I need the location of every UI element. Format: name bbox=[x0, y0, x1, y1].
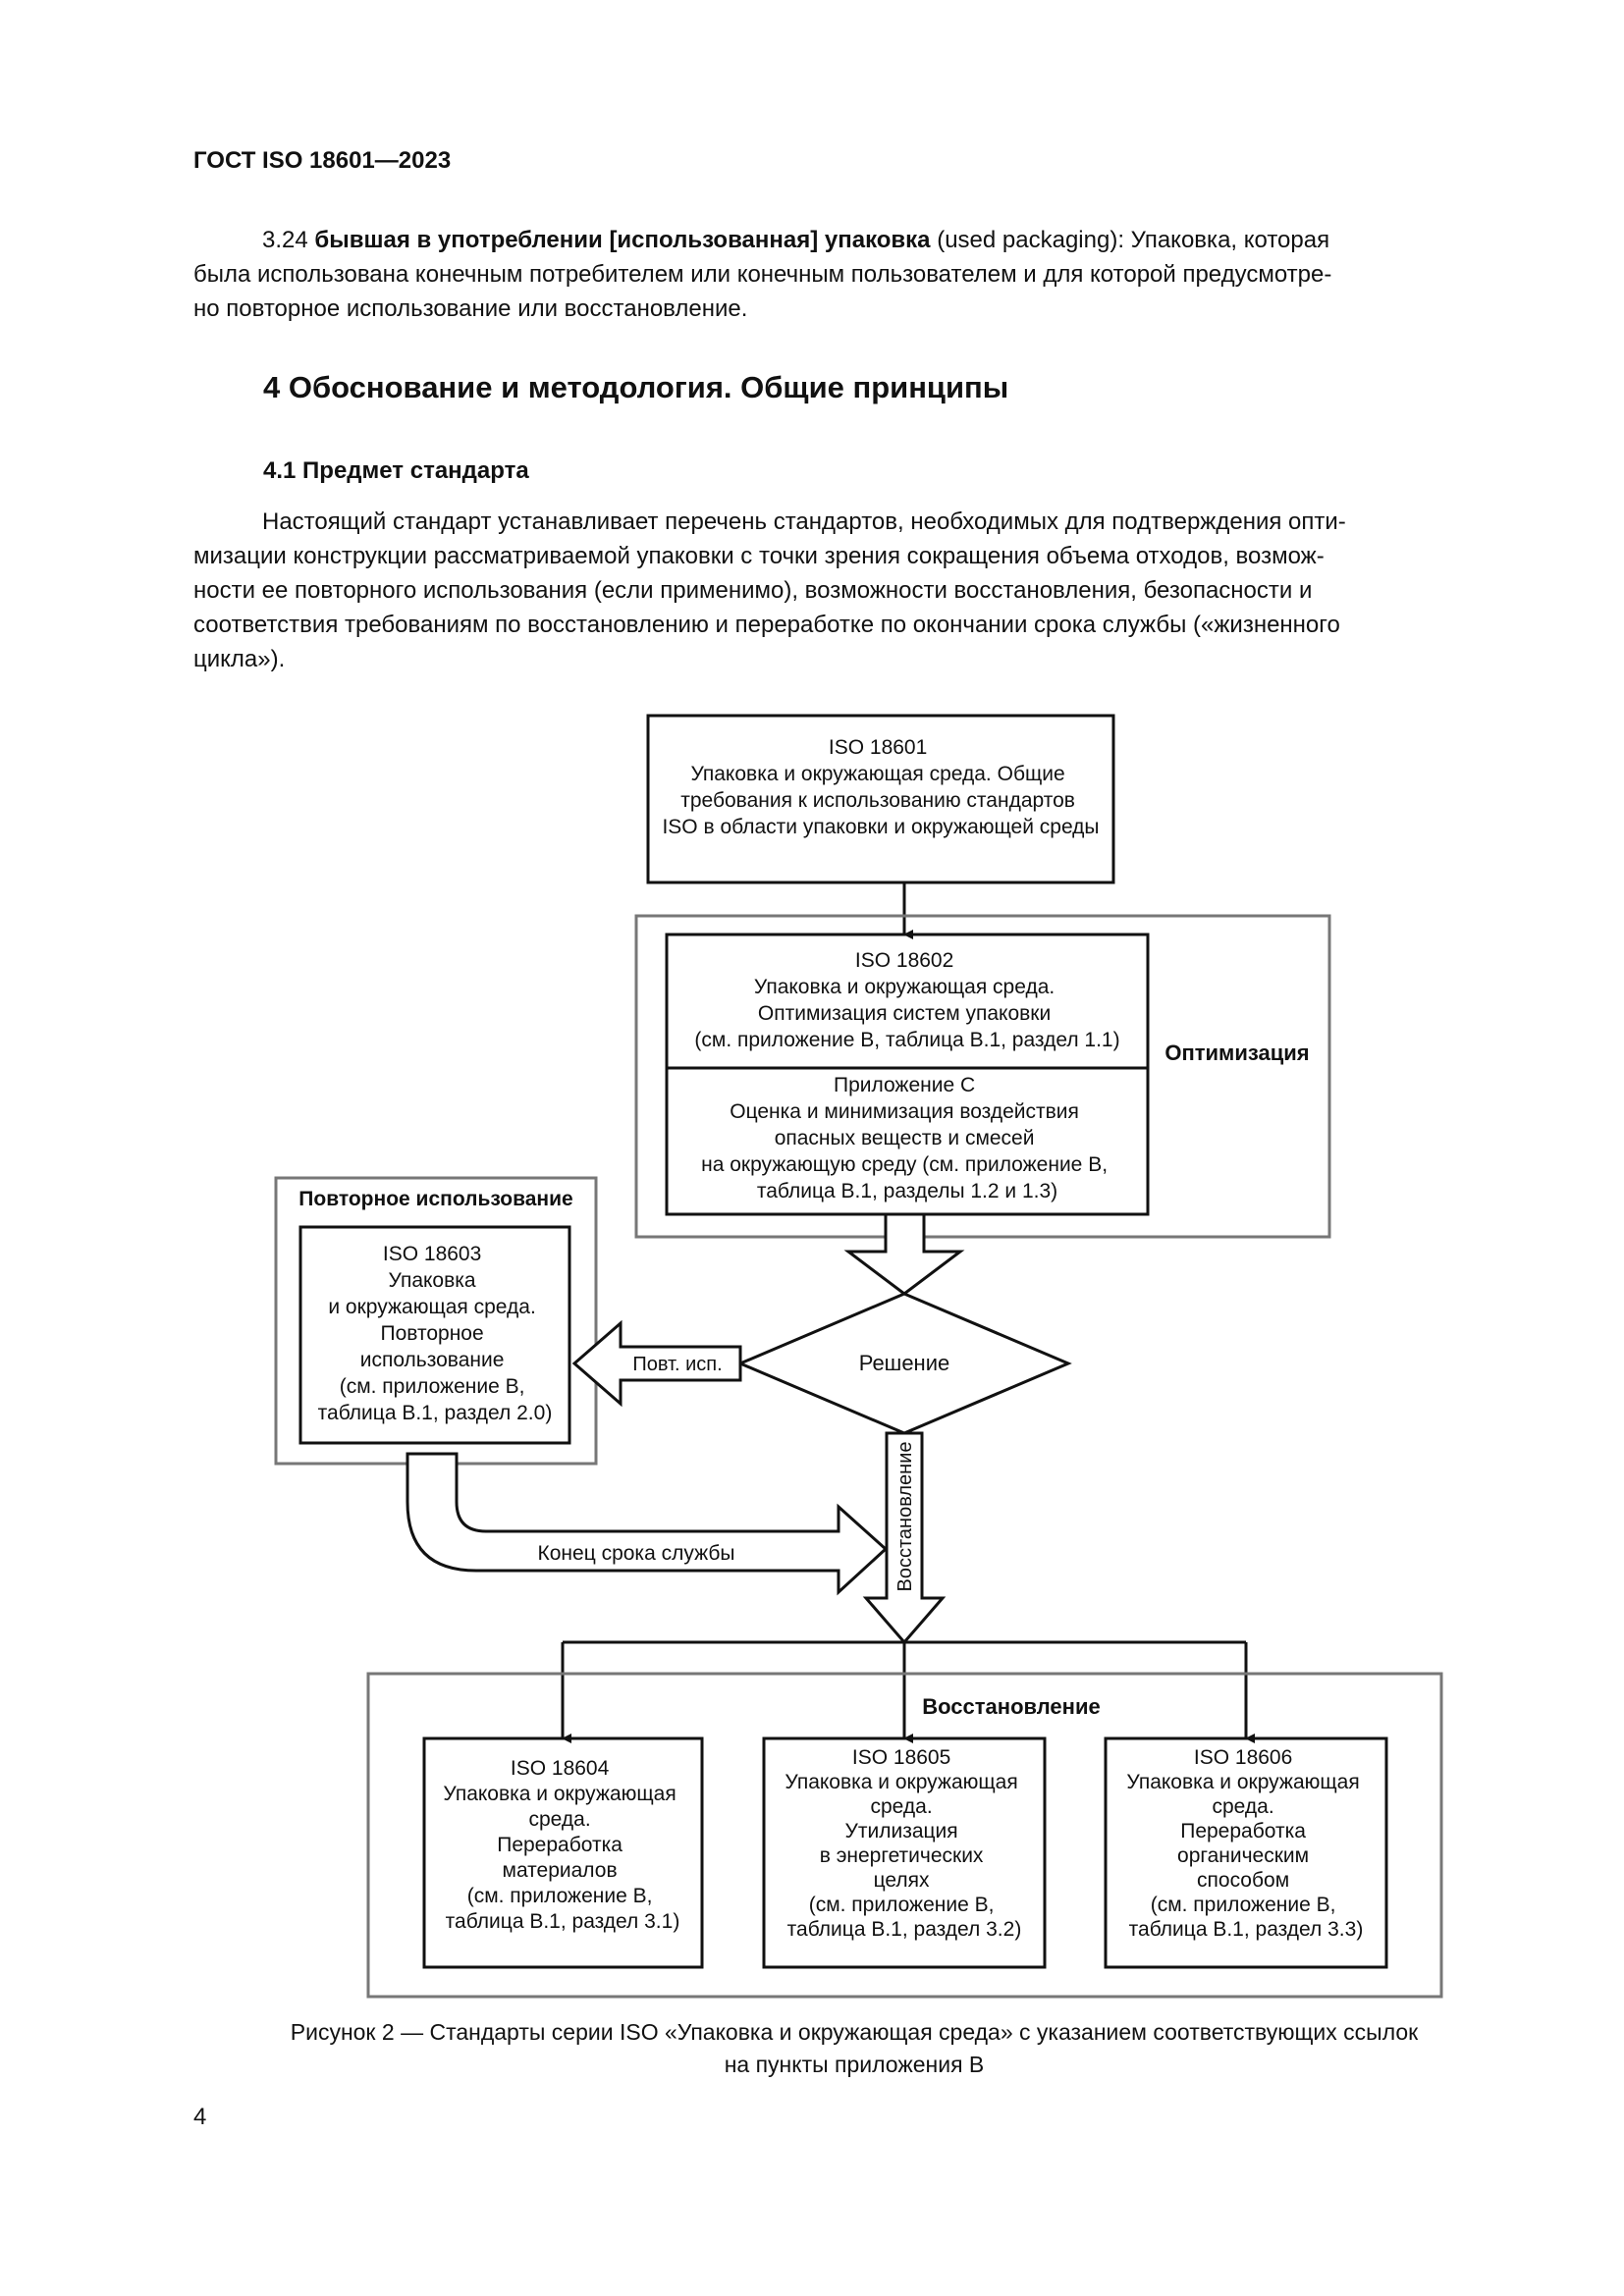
box-line: материалов bbox=[503, 1859, 618, 1882]
iso-18601-text: ISO 18601 Упаковка и окружающая среда. О… bbox=[662, 736, 1099, 838]
box-line: ISO 18604 bbox=[511, 1757, 610, 1780]
box-line: Оценка и минимизация воздействия bbox=[730, 1100, 1079, 1123]
box-line: (см. приложение B, таблица B.1, раздел 1… bbox=[694, 1029, 1119, 1051]
iso-18604-text: ISO 18604 Упаковка и окружающая среда. П… bbox=[443, 1757, 681, 1933]
box-line: Упаковка и окружающая bbox=[443, 1783, 676, 1805]
end-of-life-arrow bbox=[406, 1452, 889, 1596]
iso-18605-box bbox=[762, 1736, 1047, 1969]
box-line: Упаковка и окружающая bbox=[785, 1771, 1017, 1793]
box-line: Упаковка bbox=[389, 1269, 476, 1292]
box-line: (см. приложение B, bbox=[809, 1894, 995, 1916]
paragraph-line: соответствия требованиям по восстановлен… bbox=[193, 612, 1340, 638]
iso-18606-text: ISO 18606 Упаковка и окружающая среда. П… bbox=[1126, 1746, 1365, 1941]
paragraph-line: цикла»). bbox=[193, 646, 286, 672]
box-line: среда. bbox=[870, 1795, 932, 1818]
iso-18605-text: ISO 18605 Упаковка и окружающая среда. У… bbox=[785, 1746, 1023, 1941]
paragraph-line: мизации конструкции рассматриваемой упак… bbox=[193, 543, 1325, 569]
box-line: ISO 18601 bbox=[829, 736, 927, 759]
section-4-1-text: Настоящий стандарт устанавливает перечен… bbox=[193, 505, 1515, 676]
box-line: ISO 18602 bbox=[855, 949, 953, 972]
caption-line: Рисунок 2 — Стандарты серии ISO «Упаковк… bbox=[290, 2019, 1419, 2045]
box-line: (см. приложение B, bbox=[340, 1375, 525, 1398]
box-line: Утилизация bbox=[845, 1820, 958, 1842]
clause-en-term: (used packaging): bbox=[937, 227, 1124, 253]
recovery-arrow-label: Восстановление bbox=[894, 1442, 916, 1592]
recovery-group bbox=[366, 1672, 1443, 1999]
box-line: в энергетических bbox=[820, 1844, 984, 1867]
caption-line: на пункты приложения B bbox=[724, 2052, 985, 2077]
box-line: Упаковка и окружающая bbox=[1126, 1771, 1359, 1793]
recovery-hollow-arrow bbox=[862, 1431, 947, 1645]
reuse-group-label: Повторное использование bbox=[298, 1188, 572, 1210]
reuse-arrow-label: Повт. исп. bbox=[632, 1354, 722, 1375]
section-4-title: 4 Обоснование и методология. Общие принц… bbox=[263, 370, 1009, 404]
paragraph-line: Настоящий стандарт устанавливает перечен… bbox=[262, 508, 1346, 535]
document-code-header: ГОСТ ISO 18601—2023 bbox=[193, 147, 452, 174]
iso-18606-box bbox=[1104, 1736, 1388, 1969]
box-line: целях bbox=[874, 1869, 930, 1892]
clause-text-line: была использована конечным потребителем … bbox=[193, 261, 1332, 288]
box-line: Переработка bbox=[1180, 1820, 1306, 1842]
box-line: органическим bbox=[1177, 1844, 1309, 1867]
box-line: среда. bbox=[1212, 1795, 1273, 1818]
box-line: Оптимизация систем упаковки bbox=[758, 1002, 1051, 1025]
iso-18604-box bbox=[422, 1736, 704, 1969]
annex-c-text: Приложение C Оценка и минимизация воздей… bbox=[701, 1074, 1113, 1202]
box-line: среда. bbox=[528, 1808, 590, 1831]
box-line: способом bbox=[1197, 1869, 1289, 1892]
clause-text-line: Упаковка, которая bbox=[1130, 227, 1330, 253]
box-line: таблица B.1, раздел 3.3) bbox=[1129, 1918, 1364, 1941]
box-line: таблица B.1, раздел 3.1) bbox=[446, 1910, 680, 1933]
clause-number: 3.24 bbox=[262, 227, 308, 253]
box-line: Приложение C bbox=[834, 1074, 975, 1096]
clause-text-line: но повторное использование или восстанов… bbox=[193, 295, 748, 322]
clause-term: бывшая в употреблении [использованная] у… bbox=[314, 227, 931, 253]
box-line: таблица B.1, раздел 3.2) bbox=[787, 1918, 1022, 1941]
box-line: требования к использованию стандартов bbox=[680, 789, 1075, 812]
box-line: Упаковка и окружающая среда. Общие bbox=[690, 763, 1064, 785]
reuse-hollow-arrow bbox=[571, 1319, 742, 1408]
box-line: (см. приложение B, bbox=[467, 1885, 653, 1907]
box-line: Переработка bbox=[497, 1834, 623, 1856]
box-line: ISO в области упаковки и окружающей сред… bbox=[662, 816, 1099, 838]
recovery-group-label: Восстановление bbox=[922, 1694, 1100, 1719]
figure-caption: Рисунок 2 — Стандарты серии ISO «Упаковк… bbox=[193, 2016, 1515, 2081]
iso-18602-text: ISO 18602 Упаковка и окружающая среда. О… bbox=[694, 949, 1119, 1051]
iso-18603-text: ISO 18603 Упаковка и окружающая среда. П… bbox=[318, 1243, 553, 1424]
box-line: использование bbox=[360, 1349, 505, 1371]
box-line: на окружающую среду (см. приложение B, bbox=[701, 1153, 1108, 1176]
decision-label: Решение bbox=[859, 1351, 950, 1375]
box-line: таблица B.1, разделы 1.2 и 1.3) bbox=[757, 1180, 1057, 1202]
end-of-life-label: Конец срока службы bbox=[538, 1542, 735, 1565]
box-line: ISO 18606 bbox=[1194, 1746, 1292, 1769]
box-line: таблица B.1, раздел 2.0) bbox=[318, 1402, 553, 1424]
box-line: и окружающая среда. bbox=[328, 1296, 535, 1318]
hollow-arrow-to-decision bbox=[843, 1212, 965, 1296]
page-number: 4 bbox=[193, 2104, 207, 2130]
section-4-1-title: 4.1 Предмет стандарта bbox=[263, 457, 529, 484]
iso-18603-box bbox=[298, 1225, 571, 1445]
box-line: ISO 18605 bbox=[852, 1746, 950, 1769]
clause-3-24: 3.24 бывшая в употреблении [использованн… bbox=[193, 223, 1515, 326]
box-line: опасных веществ и смесей bbox=[775, 1127, 1035, 1149]
box-line: (см. приложение B, bbox=[1151, 1894, 1336, 1916]
box-line: Упаковка и окружающая среда. bbox=[754, 976, 1055, 998]
iso-18601-box bbox=[646, 714, 1115, 884]
optimization-group bbox=[634, 914, 1331, 1239]
box-line: ISO 18603 bbox=[383, 1243, 481, 1265]
box-line: Повторное bbox=[380, 1322, 483, 1345]
optimization-label: Оптимизация bbox=[1164, 1041, 1309, 1065]
paragraph-line: ности ее повторного использования (если … bbox=[193, 577, 1313, 604]
